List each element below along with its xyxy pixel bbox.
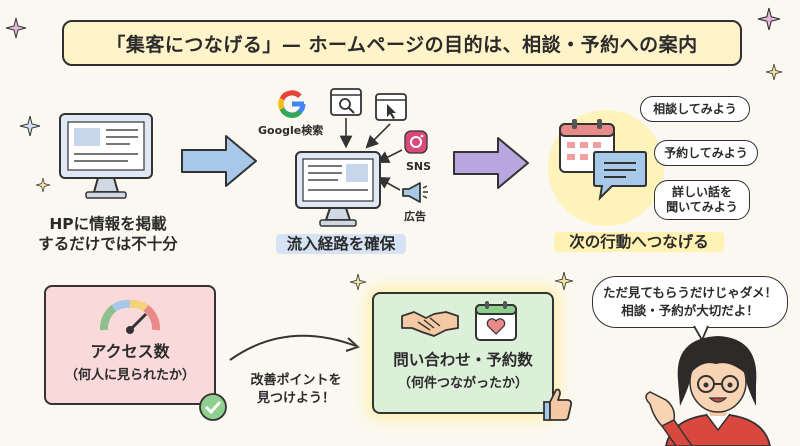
ad-label: 広告 xyxy=(404,210,426,223)
thumbs-up-icon xyxy=(543,388,573,421)
arrow-right-icon xyxy=(453,137,529,189)
step1-line1: HPに情報を掲載 xyxy=(49,215,167,233)
source-arrows xyxy=(339,118,403,191)
handshake-icon xyxy=(401,311,459,337)
sparkle-icon xyxy=(554,271,574,291)
step2-label: 流入経路を確保 xyxy=(276,234,406,254)
character-speech-bubble: ただ見てもらうだけじゃダメ！ 相談・予約が大切だよ！ xyxy=(592,276,788,328)
inquiry-title: 問い合わせ・予約数 xyxy=(393,351,533,369)
step1-label: HPに情報を掲載 するだけでは不十分 xyxy=(28,214,188,254)
megaphone-icon xyxy=(402,182,428,203)
instagram-icon xyxy=(404,130,428,154)
character-avatar xyxy=(645,336,771,446)
speech-bubble-reserve: 予約してみよう xyxy=(654,140,758,166)
access-title: アクセス数 xyxy=(90,342,170,361)
sparkle-icon xyxy=(765,63,783,81)
access-card xyxy=(44,285,216,405)
search-window-icon xyxy=(330,88,362,116)
sparkle-icon xyxy=(35,177,51,193)
sparkle-icon xyxy=(5,17,27,39)
bubble3-line2: 聞いてみよう xyxy=(666,200,738,214)
access-sub: （何人に見られたか） xyxy=(64,368,195,383)
speech-line1: ただ見てもらうだけじゃダメ！ xyxy=(602,285,777,300)
inquiry-card xyxy=(372,292,554,414)
speech-bubble-consult: 相談してみよう xyxy=(640,96,750,122)
title-banner: 「集客につなげる」— ホームページの目的は、相談・予約への案内 xyxy=(62,20,742,66)
cursor-window-icon xyxy=(375,93,407,121)
bubble3-line1: 詳しい話を xyxy=(671,185,732,199)
check-icon xyxy=(199,393,227,421)
sparkle-icon xyxy=(19,115,41,137)
chat-bubble-icon xyxy=(593,151,647,201)
improve-label: 改善ポイントを 見つけよう！ xyxy=(236,372,356,408)
improve-line2: 見つけよう！ xyxy=(256,391,335,406)
gauge-icon xyxy=(99,299,161,334)
inquiry-sub: （何件つながったか） xyxy=(397,376,528,391)
monitor-icon xyxy=(59,113,153,199)
curved-arrow-icon xyxy=(229,334,360,361)
sns-label: SNS xyxy=(406,160,432,173)
speech-line2: 相談・予約が大切だよ！ xyxy=(621,303,759,318)
calendar-heart-icon xyxy=(475,301,517,341)
step3-label: 次の行動へつなげる xyxy=(554,232,724,252)
monitor-icon xyxy=(295,151,381,227)
arrow-right-icon xyxy=(181,135,257,187)
google-label: Google検索 xyxy=(258,124,324,137)
sparkle-icon xyxy=(757,7,781,31)
sparkle-icon xyxy=(349,273,367,291)
google-icon xyxy=(278,90,306,118)
step1-line2: するだけでは不十分 xyxy=(38,235,178,253)
improve-line1: 改善ポイントを xyxy=(250,373,342,388)
page-title: 「集客につなげる」— ホームページの目的は、相談・予約への案内 xyxy=(106,33,698,56)
speech-bubble-detail: 詳しい話を 聞いてみよう xyxy=(654,180,750,220)
